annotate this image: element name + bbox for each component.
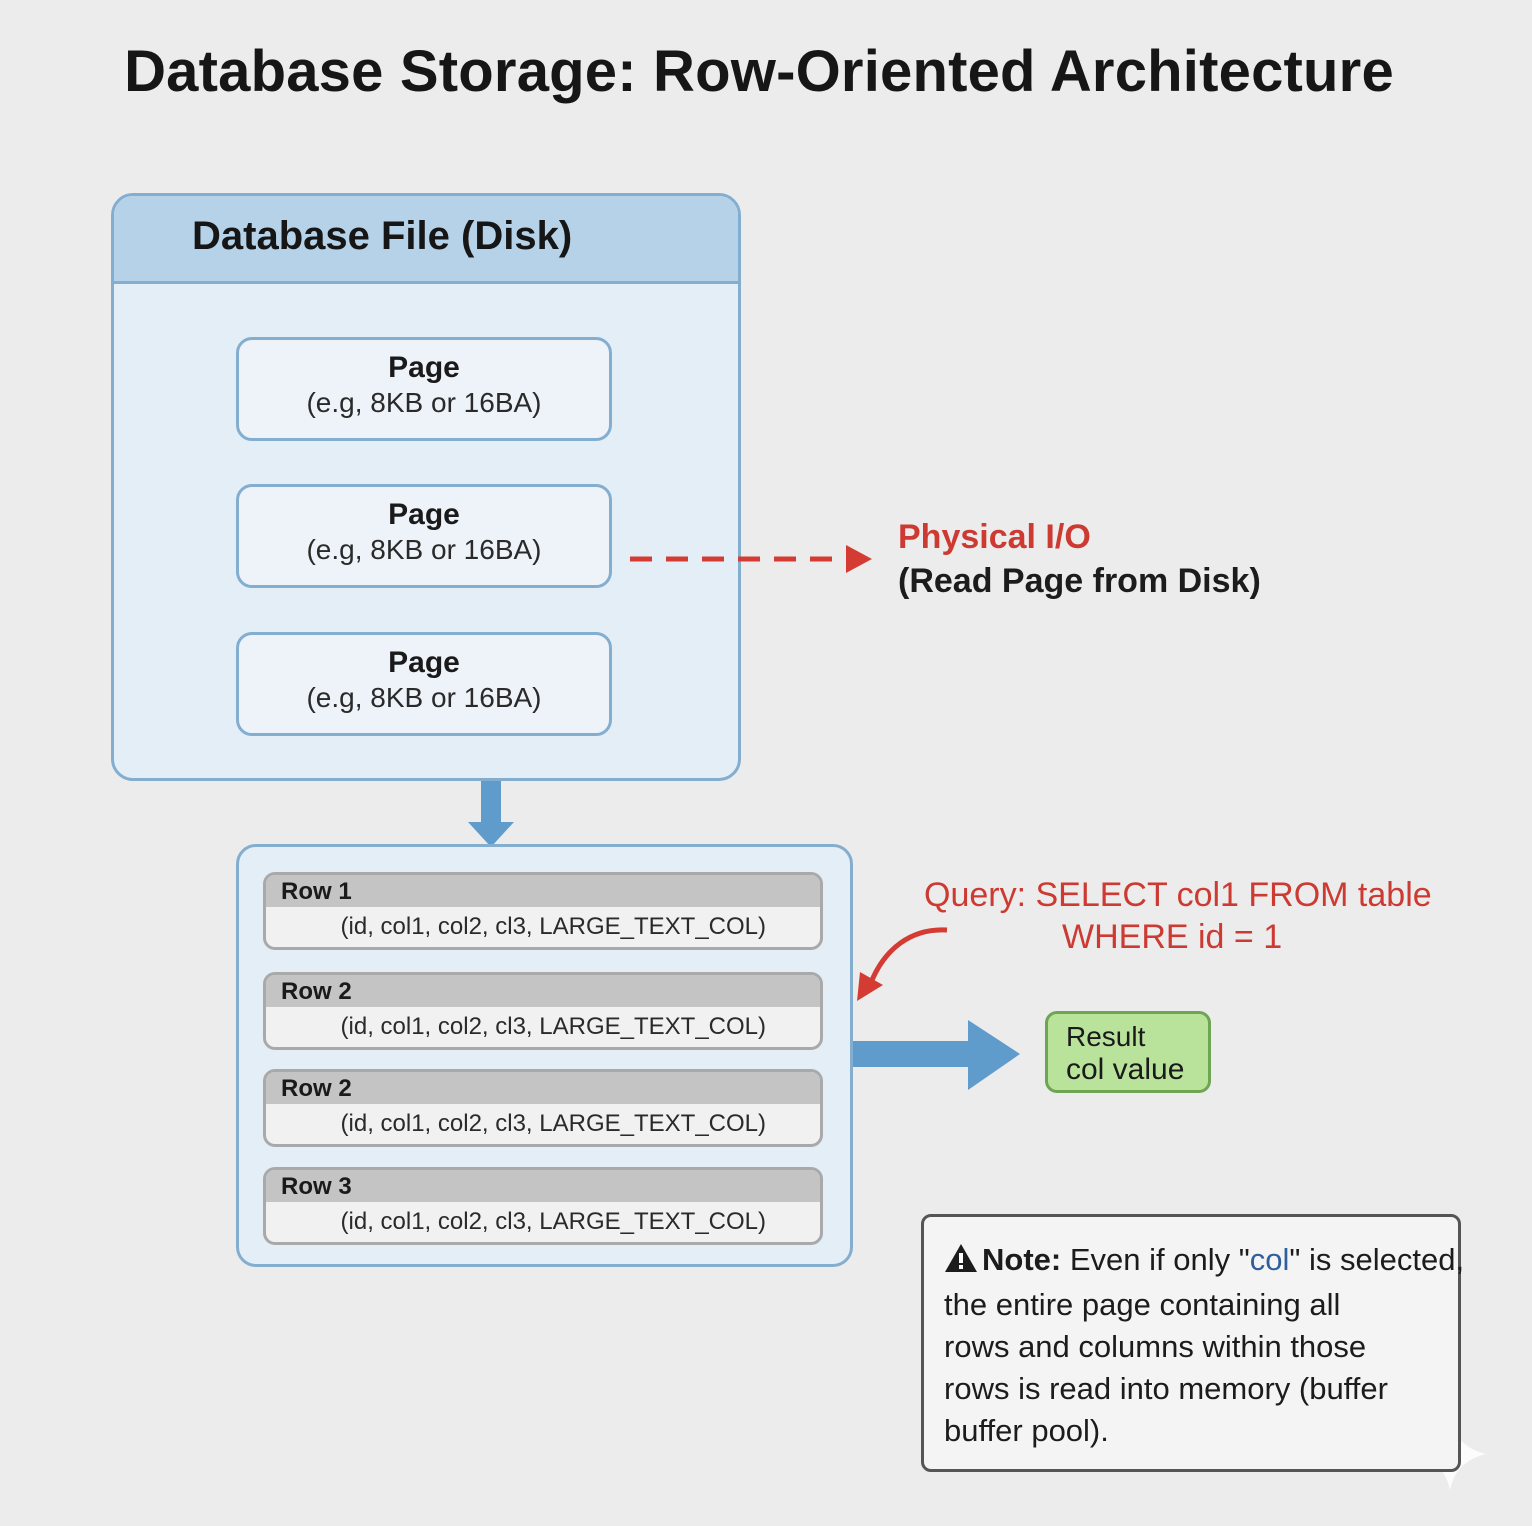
row-record-2: Row 2 (id, col1, col2, cl3, LARGE_TEXT_C… xyxy=(263,972,823,1050)
note-box: Note: Even if only "col" is selected, th… xyxy=(921,1214,1464,1472)
query-text-line-1: Query: SELECT col1 FROM table xyxy=(924,876,1432,914)
row-columns: (id, col1, col2, cl3, LARGE_TEXT_COL) xyxy=(340,1013,766,1040)
note-line-4: rows is read into memory (buffer xyxy=(944,1371,1388,1406)
database-file-title: Database File (Disk) xyxy=(192,214,573,258)
row-columns: (id, col1, col2, cl3, LARGE_TEXT_COL) xyxy=(340,1208,766,1235)
row-label: Row 3 xyxy=(266,1170,820,1202)
row-label: Row 2 xyxy=(266,1072,820,1104)
page-size: (e.g, 8KB or 16BA) xyxy=(306,387,542,418)
rows-to-result-arrow xyxy=(853,1020,1020,1090)
query-curved-arrow xyxy=(857,927,948,1001)
note-highlight: col xyxy=(1249,1242,1290,1277)
row-columns: (id, col1, col2, cl3, LARGE_TEXT_COL) xyxy=(340,913,766,940)
note-line-1: Note: Even if only "col" is selected, xyxy=(944,1239,1464,1284)
physical-io-dashed-arrow xyxy=(630,545,872,573)
result-box: Result col value xyxy=(1045,1011,1211,1093)
note-line-2: the entire page containing all xyxy=(944,1287,1341,1322)
physical-io-label: Physical I/O xyxy=(898,518,1091,556)
page-size: (e.g, 8KB or 16BA) xyxy=(306,682,542,713)
note-text-post: " is selected, xyxy=(1289,1242,1465,1277)
row-record-3: Row 2 (id, col1, col2, cl3, LARGE_TEXT_C… xyxy=(263,1069,823,1147)
database-file-header: Database File (Disk) xyxy=(114,196,738,284)
note-line-3: rows and columns within those xyxy=(944,1329,1367,1364)
row-record-4: Row 3 (id, col1, col2, cl3, LARGE_TEXT_C… xyxy=(263,1167,823,1245)
row-label: Row 2 xyxy=(266,975,820,1007)
result-label: Result xyxy=(1066,1021,1146,1052)
warning-icon xyxy=(944,1242,978,1284)
query-text-line-2: WHERE id = 1 xyxy=(1062,918,1283,956)
row-columns: (id, col1, col2, cl3, LARGE_TEXT_COL) xyxy=(340,1110,766,1137)
disk-page-2: Page (e.g, 8KB or 16BA) xyxy=(236,484,612,588)
page-size: (e.g, 8KB or 16BA) xyxy=(306,534,542,565)
note-line-5: buffer pool). xyxy=(944,1413,1109,1448)
note-label: Note: xyxy=(982,1242,1062,1277)
diagram-title: Database Storage: Row-Oriented Architect… xyxy=(124,39,1394,104)
disk-to-rows-arrow xyxy=(468,781,514,847)
note-text-pre: Even if only " xyxy=(1069,1242,1250,1277)
page-label: Page xyxy=(388,498,460,531)
physical-io-subtitle: (Read Page from Disk) xyxy=(898,562,1261,600)
result-value: col value xyxy=(1066,1053,1185,1086)
page-label: Page xyxy=(388,351,460,384)
page-label: Page xyxy=(388,646,460,679)
row-label: Row 1 xyxy=(266,875,820,907)
row-record-1: Row 1 (id, col1, col2, cl3, LARGE_TEXT_C… xyxy=(263,872,823,950)
disk-page-1: Page (e.g, 8KB or 16BA) xyxy=(236,337,612,441)
disk-page-3: Page (e.g, 8KB or 16BA) xyxy=(236,632,612,736)
